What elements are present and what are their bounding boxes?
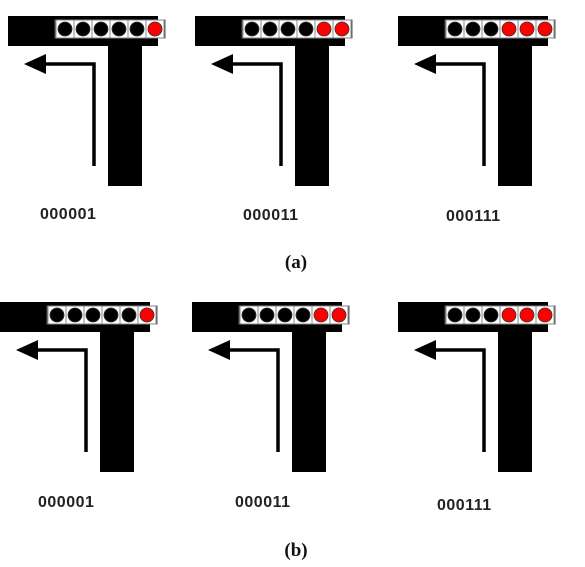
led-cell [332,19,352,39]
turn-arrow-head [16,340,38,360]
vertical-wall [100,302,134,472]
vertical-wall [498,16,532,186]
subfigure-caption-b: (b) [284,540,308,561]
led-on [519,307,535,323]
led-cell [145,19,165,39]
panel-b-1 [0,300,175,500]
led-off [103,307,119,323]
led-on [537,307,553,323]
led-off [262,21,278,37]
led-on [316,21,332,37]
t-junction-diagram [195,16,353,186]
turn-arrow-head [414,54,436,74]
vertical-wall [292,302,326,472]
led-off [295,307,311,323]
led-off [241,307,257,323]
turn-arrow-head [24,54,46,74]
led-off [244,21,260,37]
vertical-wall [108,16,142,186]
t-junction-diagram [192,302,350,472]
led-on [501,307,517,323]
vertical-wall [498,302,532,472]
led-off [465,21,481,37]
led-off [280,21,296,37]
led-off [57,21,73,37]
led-cell [137,305,157,325]
turn-arrow-shaft [432,348,486,452]
turn-arrow-shaft [42,62,96,166]
led-off [49,307,65,323]
led-off [465,307,481,323]
t-junction-diagram [0,302,158,472]
binary-code-label: 000111 [437,497,492,514]
turn-arrow-shaft [34,348,88,452]
led-on [139,307,155,323]
panel-a-3 [398,14,573,214]
turn-arrow-head [208,340,230,360]
led-off [277,307,293,323]
led-off [121,307,137,323]
turn-arrow-head [414,340,436,360]
panel-b-2 [192,300,367,500]
led-cell [535,305,555,325]
led-off [129,21,145,37]
binary-code-label: 000001 [40,206,97,223]
led-off [111,21,127,37]
subfigure-caption-a: (a) [284,252,308,273]
binary-code-label: 000011 [243,207,299,224]
panel-a-1 [8,14,183,214]
led-on [331,307,347,323]
led-off [447,307,463,323]
led-on [519,21,535,37]
led-off [75,21,91,37]
led-on [501,21,517,37]
led-off [298,21,314,37]
turn-arrow-head [211,54,233,74]
binary-code-label: 000001 [38,494,95,511]
led-off [67,307,83,323]
turn-arrow-shaft [229,62,283,166]
t-junction-diagram [8,16,166,186]
led-off [483,21,499,37]
led-on [334,21,350,37]
t-junction-diagram [398,302,556,472]
led-off [85,307,101,323]
binary-code-label: 000011 [235,494,291,511]
t-junction-diagram [398,16,556,186]
led-on [147,21,163,37]
led-cell [329,305,349,325]
led-on [313,307,329,323]
led-off [483,307,499,323]
vertical-wall [295,16,329,186]
led-off [447,21,463,37]
led-cell [535,19,555,39]
turn-arrow-shaft [432,62,486,166]
led-on [537,21,553,37]
panel-b-3 [398,300,573,500]
led-off [259,307,275,323]
panel-a-2 [195,14,370,214]
led-off [93,21,109,37]
turn-arrow-shaft [226,348,280,452]
binary-code-label: 000111 [446,208,501,225]
